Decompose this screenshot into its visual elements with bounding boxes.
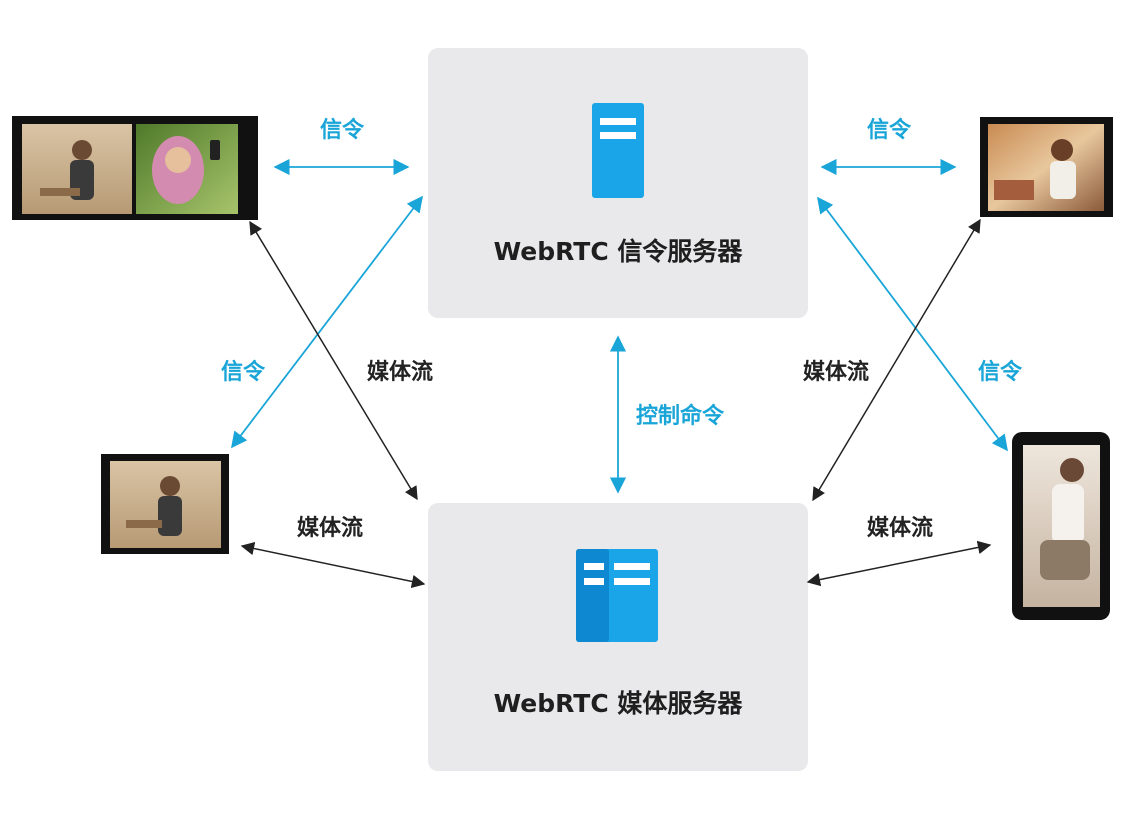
media-arrow-left-diagonal <box>249 220 418 501</box>
phone-video-call <box>1012 432 1110 620</box>
media-label-left-lower: 媒体流 <box>297 515 363 541</box>
desktop-video-call <box>101 454 229 554</box>
signaling-server-title: WebRTC 信令服务器 <box>494 237 744 266</box>
laptop-multiparty-video-call <box>12 116 258 220</box>
signaling-server: WebRTC 信令服务器 <box>428 48 808 318</box>
media-server-title: WebRTC 媒体服务器 <box>494 689 744 718</box>
media-label-left-upper: 媒体流 <box>367 359 433 385</box>
media-arrow-right-diagonal <box>812 218 981 502</box>
server-cluster-icon <box>576 549 658 642</box>
media-arrow-left-bottom <box>240 541 426 589</box>
signal-label-left: 信令 <box>221 359 266 385</box>
server-icon <box>592 103 644 198</box>
signal-arrow-left-diagonal <box>231 195 423 449</box>
media-arrow-right-bottom <box>806 540 992 587</box>
media-label-right-lower: 媒体流 <box>867 515 933 541</box>
signal-label-top-right: 信令 <box>867 117 912 143</box>
signal-label-right: 信令 <box>978 359 1023 385</box>
media-label-right-upper: 媒体流 <box>803 359 869 385</box>
signal-label-top-left: 信令 <box>320 117 365 143</box>
tablet-video-call <box>980 117 1113 217</box>
media-server: WebRTC 媒体服务器 <box>428 503 808 771</box>
signal-arrow-right-diagonal <box>817 196 1008 452</box>
control-label: 控制命令 <box>636 403 725 429</box>
